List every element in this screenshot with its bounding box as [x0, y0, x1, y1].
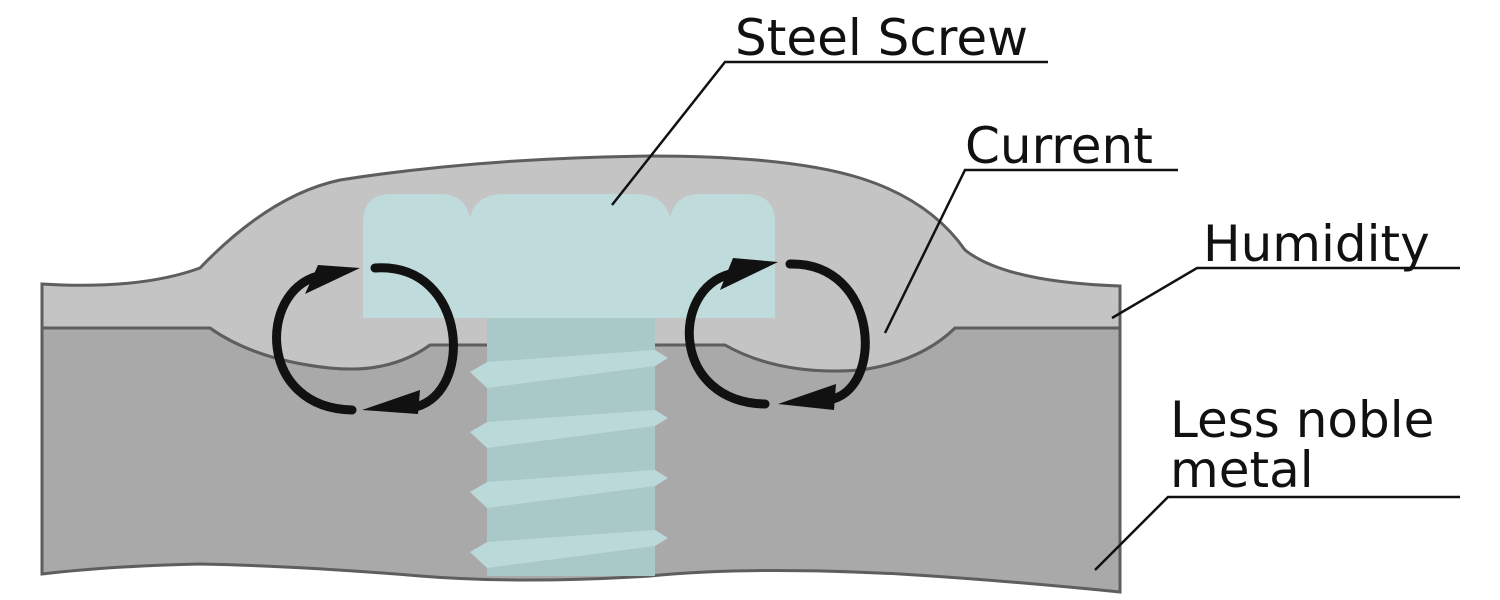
current-loop-right	[684, 258, 870, 410]
label-less-noble-line2: metal	[1170, 441, 1314, 499]
current-arrowhead-icon	[720, 258, 778, 290]
leader-lines	[611, 60, 1460, 571]
leader-line-steel-screw	[611, 60, 1048, 206]
label-less-noble-line1: Less noble	[1170, 391, 1434, 449]
screw-head	[363, 194, 775, 318]
current-arrowhead-icon	[305, 265, 360, 294]
label-humidity: Humidity	[1203, 215, 1430, 273]
leader-line-current	[883, 168, 1178, 334]
leader-line-humidity	[1111, 266, 1460, 320]
screw-threads	[470, 350, 668, 568]
current-arrowhead-icon	[362, 390, 420, 414]
label-steel-screw: Steel Screw	[735, 9, 1028, 67]
label-current: Current	[965, 117, 1153, 175]
current-arrowhead-icon	[778, 384, 836, 410]
current-loop-left	[272, 263, 458, 415]
leader-line-less-noble-metal	[1094, 495, 1460, 571]
